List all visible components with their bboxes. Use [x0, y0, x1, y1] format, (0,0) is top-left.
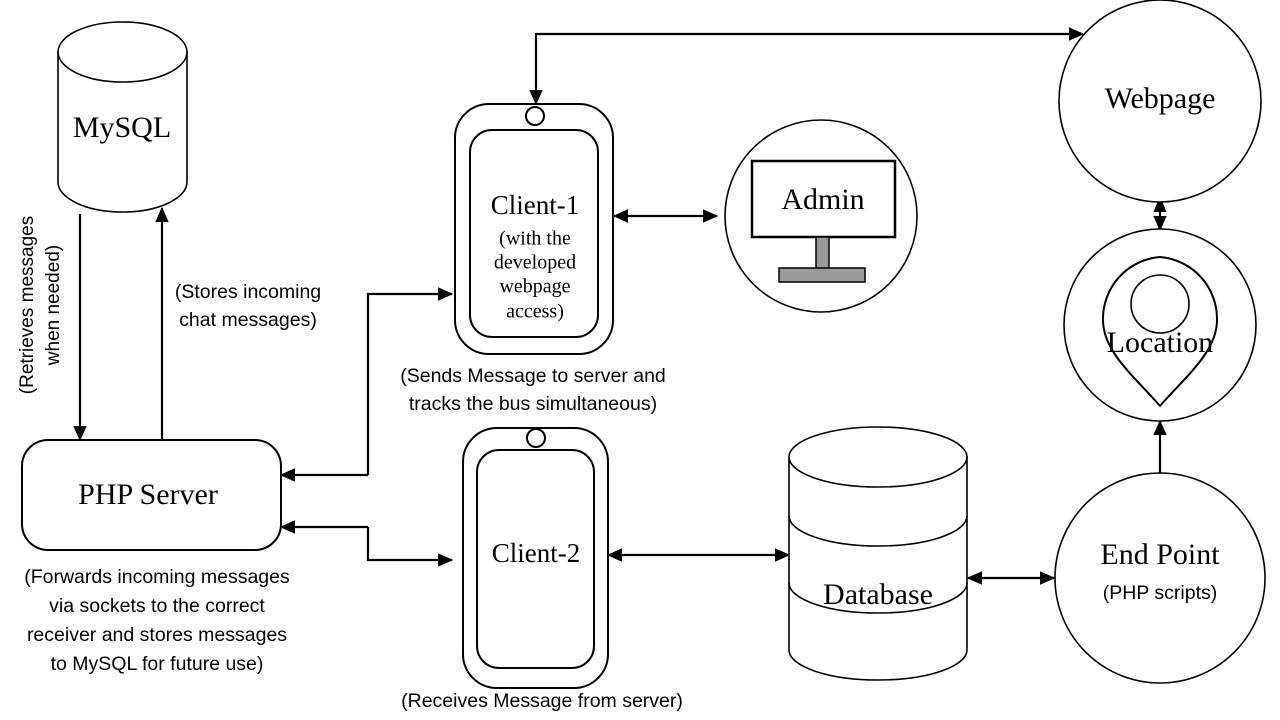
node-webpage[interactable]: Webpage — [1058, 0, 1262, 203]
location-pin-inner-circle — [1130, 274, 1190, 334]
mysql-label: MySQL — [73, 111, 171, 144]
node-location[interactable]: Location — [1063, 228, 1257, 422]
caption-php-line-1: (Forwards incoming messages — [24, 566, 290, 588]
edge-php-server-to-client2 — [366, 527, 454, 567]
php-server-box — [21, 439, 282, 551]
node-client2[interactable]: Client-2 — [462, 427, 609, 689]
client1-sub-line-4: access) — [506, 301, 564, 323]
client1-label: Client-1 — [491, 190, 580, 220]
webpage-label: Webpage — [1105, 82, 1216, 115]
client1-sub-line-3: webpage — [499, 276, 570, 298]
caption-php-line-2: via sockets to the correct — [49, 595, 265, 617]
caption-client2-note: (Receives Message from server) — [401, 690, 683, 712]
node-database[interactable]: Database — [788, 426, 968, 681]
database-disc-divider-1 — [788, 515, 968, 547]
edge-client1-to-webpage — [529, 27, 1085, 106]
endpoint-sub-label: (PHP scripts) — [1103, 582, 1218, 604]
node-php-server[interactable]: PHP Server — [21, 439, 282, 551]
location-pin-icon — [1101, 255, 1219, 408]
caption-php-line-3: receiver and stores messages — [27, 624, 287, 646]
node-mysql[interactable]: MySQL — [57, 21, 188, 213]
client2-phone-screen — [476, 449, 595, 669]
caption-stores-line-2: chat messages) — [179, 309, 317, 331]
webpage-circle — [1058, 0, 1262, 203]
php-server-label: PHP Server — [78, 478, 218, 511]
node-endpoint[interactable]: End Point (PHP scripts) — [1054, 472, 1266, 684]
node-admin[interactable]: Admin — [724, 119, 918, 313]
client2-camera-icon — [526, 428, 546, 448]
admin-label: Admin — [781, 183, 864, 216]
database-disc-divider-2 — [788, 582, 968, 614]
endpoint-label: End Point — [1100, 538, 1220, 571]
client1-camera-icon — [525, 106, 545, 126]
caption-client1-note: (Sends Message to server and tracks the … — [400, 365, 666, 415]
client2-label: Client-2 — [492, 538, 581, 568]
client1-sub-line-2: developed — [494, 252, 576, 274]
mysql-cylinder-top — [57, 21, 188, 83]
location-label: Location — [1107, 326, 1214, 359]
endpoint-circle — [1054, 472, 1266, 684]
caption-retrieves-line-2: when needed) — [43, 245, 64, 366]
client1-sub-line-1: (with the — [499, 228, 571, 250]
database-cylinder-top — [788, 426, 968, 488]
client1-phone-screen — [469, 129, 599, 338]
caption-retrieves-messages: (Retrieves messages when needed) — [17, 216, 64, 394]
caption-php-line-4: to MySQL for future use) — [51, 653, 264, 675]
node-client1[interactable]: Client-1 (with the developed webpage acc… — [454, 103, 614, 355]
edge-php-server-to-client1 — [366, 287, 454, 475]
caption-client1-line-2: tracks the bus simultaneous) — [409, 393, 657, 415]
database-label: Database — [823, 578, 933, 611]
caption-client2-line-1: (Receives Message from server) — [401, 690, 683, 712]
caption-php-server-note: (Forwards incoming messages via sockets … — [24, 566, 290, 675]
caption-retrieves-line-1: (Retrieves messages — [17, 216, 38, 394]
caption-stores-messages: (Stores incoming chat messages) — [175, 281, 321, 331]
caption-stores-line-1: (Stores incoming — [175, 281, 321, 303]
database-cylinder-body — [788, 456, 968, 681]
caption-client1-line-1: (Sends Message to server and — [400, 365, 666, 387]
admin-monitor-base-icon — [778, 267, 866, 283]
mysql-cylinder-body — [57, 51, 188, 213]
